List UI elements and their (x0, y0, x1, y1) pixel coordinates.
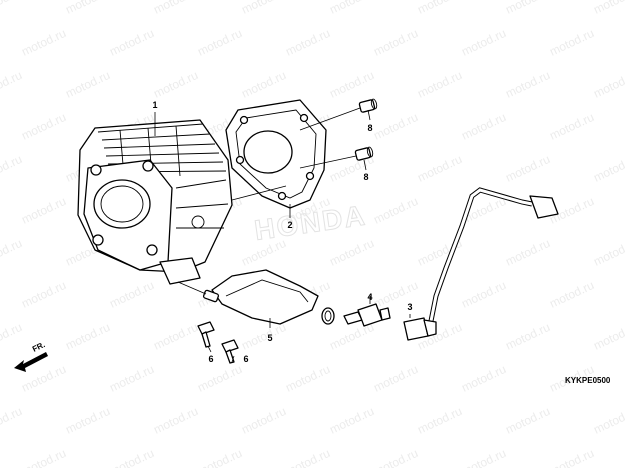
watermark-text: motod.ru (0, 0, 24, 17)
callout-2: 2 (287, 220, 292, 230)
watermark-text: motod.ru (107, 278, 156, 311)
watermark-text: motod.ru (151, 0, 200, 17)
watermark-text: motod.ru (283, 26, 332, 59)
watermark-text: motod.ru (151, 68, 200, 101)
watermark-text: motod.ru (63, 68, 112, 101)
watermark-text: motod.ru (195, 26, 244, 59)
watermark-text: motod.ru (0, 320, 24, 353)
watermark-text: motod.ru (151, 404, 200, 437)
watermark-text: motod.ru (107, 446, 156, 468)
callout-4: 4 (367, 292, 372, 302)
wire-harness-part[interactable] (403, 187, 559, 341)
watermark-text: motod.ru (371, 194, 420, 227)
watermark-text: motod.ru (371, 26, 420, 59)
watermark-text: motod.ru (503, 236, 552, 269)
watermark-text: motod.ru (327, 236, 376, 269)
callout-6a: 6 (208, 354, 213, 364)
watermark-text: motod.ru (151, 320, 200, 353)
watermark-text: motod.ru (591, 0, 625, 17)
watermark-text: motod.ru (0, 236, 24, 269)
watermark-text: motod.ru (327, 68, 376, 101)
watermark-text: motod.ru (459, 446, 508, 468)
callout-1: 1 (152, 100, 157, 110)
watermark-text: motod.ru (503, 68, 552, 101)
watermark-text: motod.ru (63, 404, 112, 437)
callout-3: 3 (407, 302, 412, 312)
diagram-code: KYKPE0500 (565, 376, 611, 385)
watermark-text: motod.ru (415, 404, 464, 437)
watermark-text: motod.ru (547, 446, 596, 468)
front-direction-label: FR. (31, 340, 47, 354)
dowel-pin-lower[interactable] (354, 146, 374, 161)
watermark-text: motod.ru (239, 0, 288, 17)
watermark-text: motod.ru (0, 152, 24, 185)
callout-6b: 6 (243, 354, 248, 364)
watermark-text: motod.ru (19, 278, 68, 311)
watermark-text: motod.ru (0, 404, 24, 437)
brand-watermark: HONDA (253, 200, 369, 246)
watermark-text: motod.ru (283, 362, 332, 395)
watermark-text: motod.ru (195, 446, 244, 468)
watermark-text: motod.ru (63, 0, 112, 17)
watermark-text: motod.ru (107, 26, 156, 59)
watermark-text: motod.ru (503, 320, 552, 353)
gasket-part[interactable] (225, 99, 327, 209)
bolt-part-b[interactable] (221, 339, 239, 364)
watermark-text: motod.ru (459, 26, 508, 59)
watermark-text: motod.ru (19, 110, 68, 143)
watermark-text: motod.ru (0, 68, 24, 101)
temperature-sensor-part[interactable] (343, 303, 391, 327)
watermark-text: motod.ru (239, 404, 288, 437)
insulator-plate-part[interactable] (202, 269, 319, 325)
arrow-left-icon (14, 352, 48, 372)
watermark-text: motod.ru (503, 0, 552, 17)
callout-8a: 8 (367, 123, 372, 133)
watermark-text: motod.ru (415, 152, 464, 185)
watermark-text: motod.ru (547, 278, 596, 311)
watermark-text: motod.ru (195, 362, 244, 395)
callout-8b: 8 (363, 172, 368, 182)
cylinder-part[interactable] (77, 119, 233, 285)
watermark-text: motod.ru (19, 446, 68, 468)
watermark-text: motod.ru (591, 236, 625, 269)
watermark-text: motod.ru (591, 152, 625, 185)
watermark-text: motod.ru (239, 68, 288, 101)
o-ring-part[interactable] (321, 307, 335, 325)
front-direction-indicator: FR. (14, 340, 48, 372)
watermark-text: motod.ru (107, 362, 156, 395)
bolt-part-a[interactable] (197, 321, 215, 348)
watermark-text: motod.ru (591, 320, 625, 353)
watermark-text: motod.ru (371, 362, 420, 395)
watermark-text: motod.ru (327, 0, 376, 17)
watermark-text: motod.ru (327, 404, 376, 437)
watermark-text: motod.ru (371, 278, 420, 311)
watermark-text: motod.ru (371, 110, 420, 143)
watermark-text: motod.ru (459, 362, 508, 395)
watermark-text: motod.ru (459, 278, 508, 311)
watermark-text: motod.ru (415, 0, 464, 17)
watermark-text: motod.ru (415, 68, 464, 101)
watermark-text: motod.ru (591, 68, 625, 101)
watermark-text: motod.ru (283, 446, 332, 468)
watermark-text: motod.ru (503, 152, 552, 185)
watermark-text: motod.ru (547, 110, 596, 143)
watermark-text: motod.ru (547, 26, 596, 59)
watermark-text: motod.ru (19, 194, 68, 227)
watermark-text: motod.ru (239, 320, 288, 353)
watermark-text: motod.ru (591, 404, 625, 437)
watermark-text: motod.ru (503, 404, 552, 437)
watermark-text: motod.ru (19, 26, 68, 59)
callout-5: 5 (267, 333, 272, 343)
watermark-text: motod.ru (371, 446, 420, 468)
watermark-text: motod.ru (459, 110, 508, 143)
watermark-text: motod.ru (63, 320, 112, 353)
